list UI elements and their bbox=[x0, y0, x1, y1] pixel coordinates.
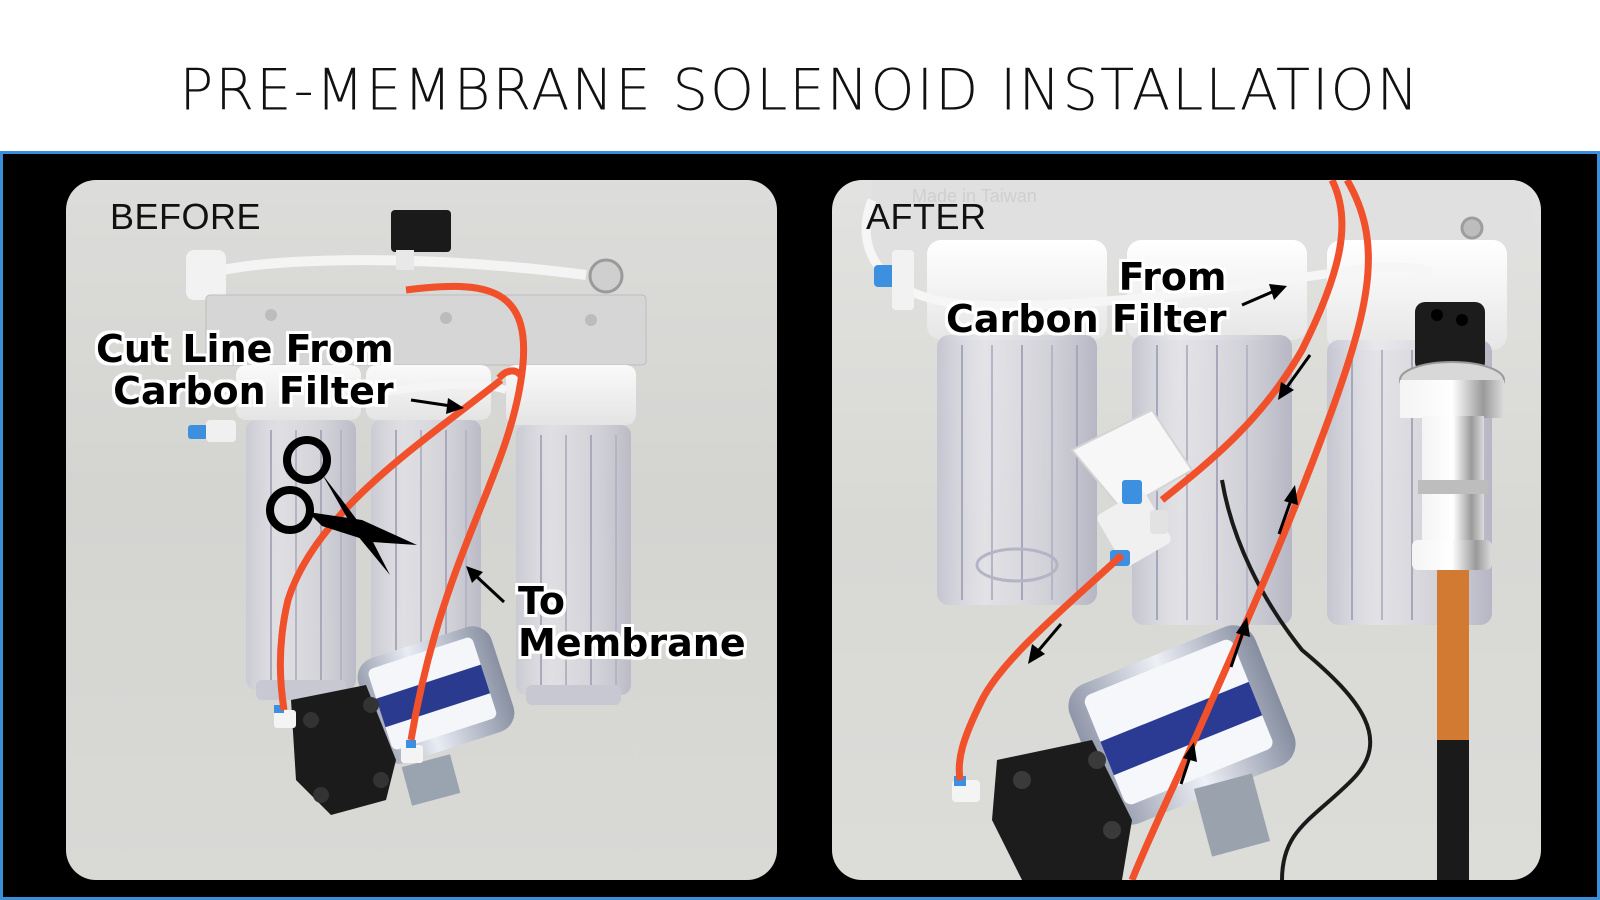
before-panel: BEFORE Cut Line From Carbon Filter To Me… bbox=[66, 180, 777, 880]
to-membrane-callout: To Membrane bbox=[518, 579, 746, 665]
cut-line-callout: Cut Line From Carbon Filter bbox=[96, 327, 394, 413]
svg-text:Made in Taiwan: Made in Taiwan bbox=[912, 186, 1037, 206]
booster-pump bbox=[274, 626, 515, 815]
switch-block bbox=[391, 210, 451, 252]
tube-to-pump bbox=[955, 552, 1125, 781]
tube-from-carbon bbox=[276, 377, 504, 711]
filter-housing-1 bbox=[937, 335, 1097, 605]
before-photo-illustration bbox=[186, 210, 647, 815]
booster-pump bbox=[952, 625, 1296, 880]
power-connector bbox=[1399, 302, 1505, 880]
scissors-icon bbox=[266, 436, 417, 575]
solenoid-wire bbox=[1220, 479, 1373, 880]
filter-housing-3 bbox=[516, 425, 631, 705]
solenoid-valve bbox=[1070, 408, 1194, 567]
from-carbon-filter-callout: From Carbon Filter bbox=[946, 255, 1227, 341]
tube-to-membrane bbox=[1128, 180, 1372, 880]
before-label: BEFORE bbox=[110, 196, 262, 237]
tube-to-membrane bbox=[405, 282, 528, 741]
after-label: AFTER bbox=[866, 196, 987, 237]
page-title: PRE-MEMBRANE SOLENOID INSTALLATION bbox=[179, 57, 1421, 124]
after-panel: Made in Taiwan bbox=[832, 180, 1541, 880]
after-photo-illustration: Made in Taiwan bbox=[861, 180, 1532, 880]
tube-from-carbon bbox=[1159, 180, 1346, 503]
comparison-frame: BEFORE Cut Line From Carbon Filter To Me… bbox=[0, 151, 1600, 900]
